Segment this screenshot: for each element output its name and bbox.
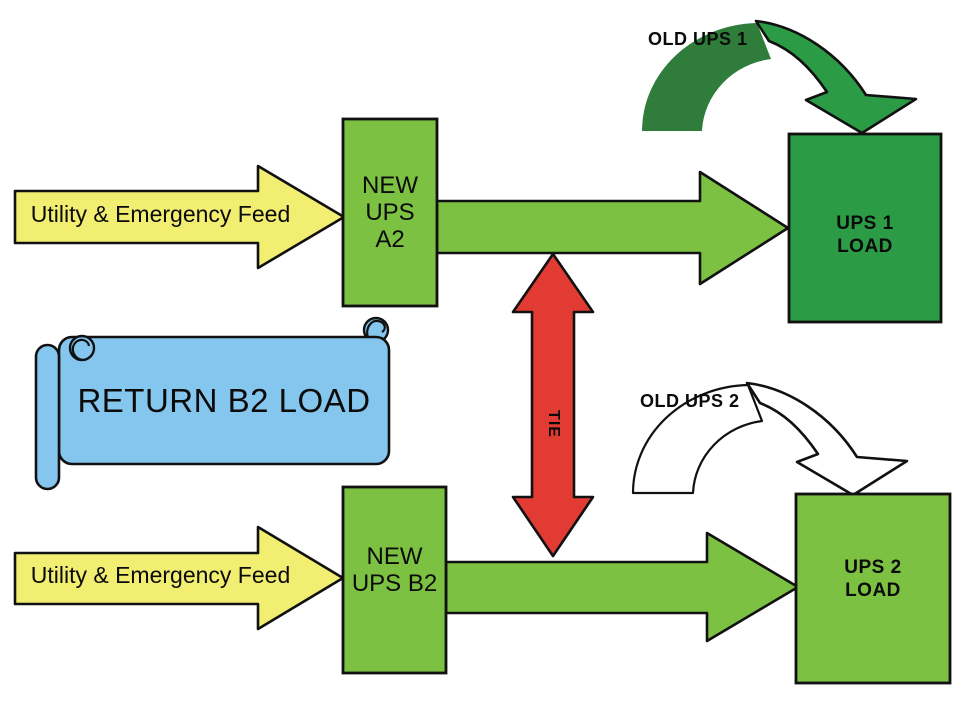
old-ups-2-arch-front — [745, 381, 909, 497]
old-ups-1-arch-front — [754, 19, 918, 135]
old-ups-1-label: OLD UPS 1 — [648, 29, 748, 49]
ups2-load-label: UPS 2 LOAD — [796, 556, 950, 602]
ups2-load-line2: LOAD — [845, 580, 901, 601]
new-ups-a2-line2: UPS — [365, 198, 415, 226]
tie-double-arrow — [511, 252, 595, 558]
new-ups-a2-line1: NEW — [362, 172, 418, 199]
ups1-load-line1: UPS 1 — [836, 213, 894, 234]
new-ups-a2-label: NEW UPS A2 — [343, 172, 437, 254]
utility-feed-arrow-top — [13, 164, 346, 270]
return-banner-scroll — [34, 316, 391, 491]
utility-feed-label-top: Utility & Emergency Feed — [30, 201, 291, 227]
ups2-load-box — [794, 492, 952, 685]
ups1-load-box — [787, 132, 943, 324]
new-ups-a2-line3: A2 — [375, 225, 405, 253]
scroll-top-right-curl-spiral — [366, 319, 386, 339]
return-b2-load-label: RETURN B2 LOAD — [77, 382, 371, 419]
new-ups-a2-box — [341, 117, 439, 308]
old-ups-1-arch-back — [642, 23, 771, 131]
old-ups-1-curved-arrow — [642, 19, 918, 135]
old-ups-2-arch-back — [631, 383, 764, 495]
feed-arrow-a2-to-load1 — [435, 170, 790, 286]
tie-label: TIE — [523, 394, 583, 454]
new-ups-b2-box — [341, 485, 448, 675]
new-ups-b2-label: NEW UPS B2 — [343, 543, 446, 598]
feed-arrow-b2-to-load2 — [444, 531, 800, 643]
utility-feed-arrow-bottom — [13, 525, 345, 631]
scroll-left-roll-spiral — [71, 338, 91, 362]
new-ups-b2-line1: NEW — [366, 543, 423, 570]
new-ups-b2-line2: UPS B2 — [351, 569, 438, 597]
ups1-load-label: UPS 1 LOAD — [789, 212, 941, 258]
ups1-load-line2: LOAD — [837, 236, 893, 257]
old-ups-2-curved-arrow — [631, 381, 909, 497]
utility-feed-label-bottom: Utility & Emergency Feed — [30, 562, 291, 588]
scroll-left-roll — [34, 343, 61, 491]
ups2-load-line1: UPS 2 — [844, 557, 902, 578]
old-ups-2-label: OLD UPS 2 — [640, 391, 740, 411]
tie-label-text: TIE — [544, 410, 562, 438]
